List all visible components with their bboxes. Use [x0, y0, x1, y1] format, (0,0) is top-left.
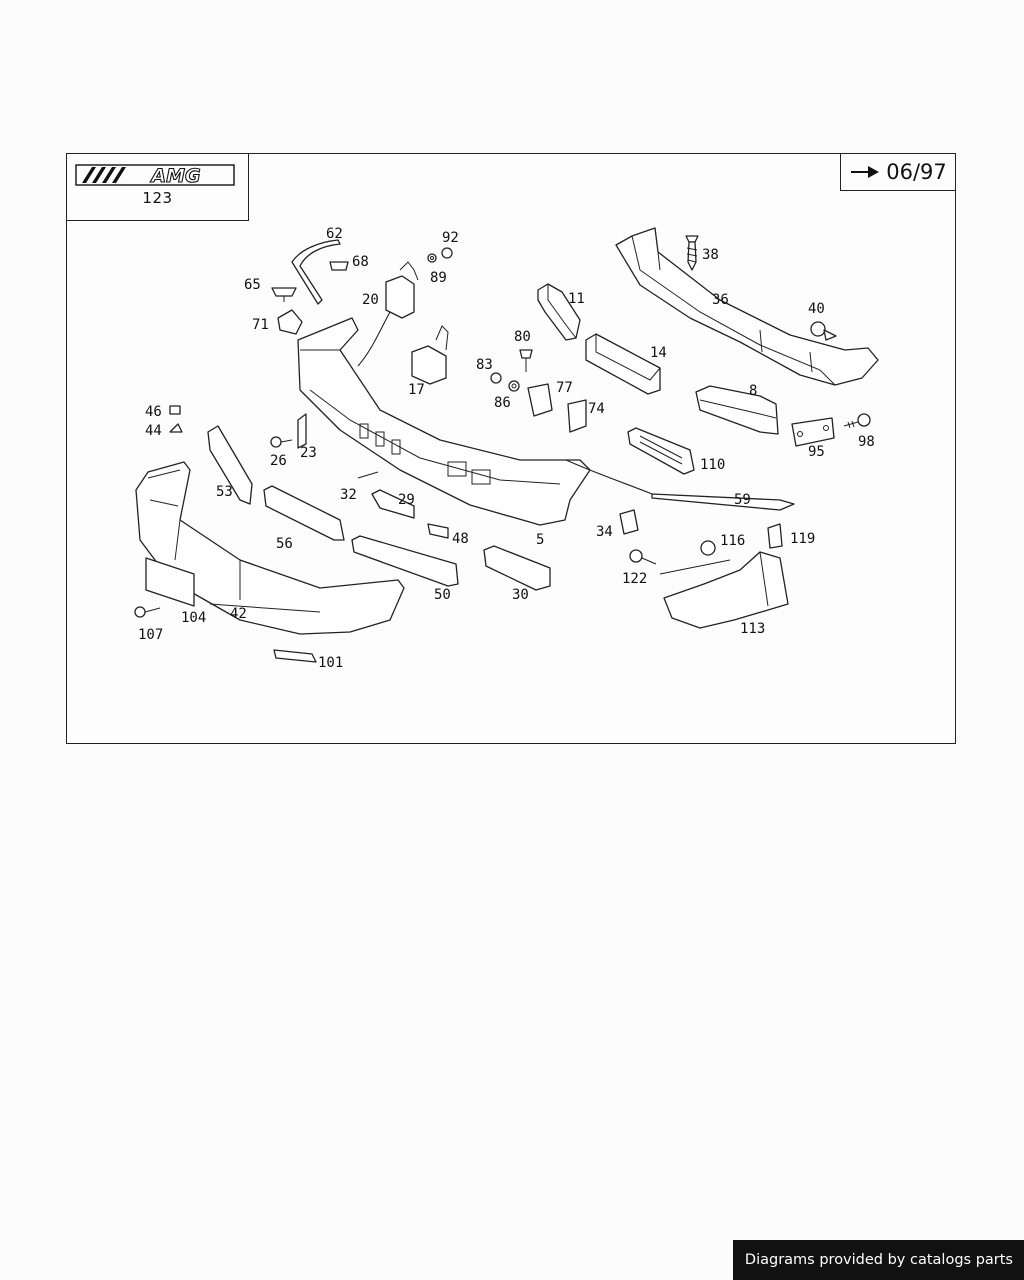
plate-104-part[interactable] — [145, 557, 195, 607]
callout-77: 77 — [556, 380, 573, 396]
callout-95: 95 — [808, 444, 825, 460]
bolt-80-part[interactable] — [519, 349, 533, 372]
trim-strip-62-part[interactable] — [291, 239, 341, 305]
callout-11: 11 — [568, 291, 585, 307]
callout-20: 20 — [362, 292, 379, 308]
washer-86-part[interactable] — [508, 380, 520, 392]
clip-65-part[interactable] — [271, 287, 297, 302]
logo-panel: AMG 123 — [66, 153, 249, 221]
callout-44: 44 — [145, 423, 162, 439]
trim-8-part[interactable] — [695, 385, 779, 435]
date-marker: 06/97 — [886, 159, 947, 184]
callout-17: 17 — [408, 382, 425, 398]
callout-40: 40 — [808, 301, 825, 317]
callout-36: 36 — [712, 292, 729, 308]
callout-46: 46 — [145, 404, 162, 420]
callout-labels: 62 68 92 89 65 20 71 17 11 38 36 40 80 1… — [138, 226, 875, 671]
screw-98-part[interactable] — [843, 413, 871, 429]
callout-89: 89 — [430, 270, 447, 286]
callout-80: 80 — [514, 329, 531, 345]
callout-98: 98 — [858, 434, 875, 450]
absorber-14-part[interactable] — [585, 333, 661, 395]
nut-83-part[interactable] — [490, 372, 502, 384]
callout-110: 110 — [700, 457, 725, 473]
logo-ref-number: 123 — [142, 189, 173, 207]
clip-23-part[interactable] — [297, 413, 307, 449]
callout-71: 71 — [252, 317, 269, 333]
callout-107: 107 — [138, 627, 163, 643]
trim-strip-59-part[interactable] — [565, 459, 795, 511]
callout-104: 104 — [181, 610, 206, 626]
callout-101: 101 — [318, 655, 343, 671]
callout-86: 86 — [494, 395, 511, 411]
callout-23: 23 — [300, 445, 317, 461]
callout-50: 50 — [434, 587, 451, 603]
trim-56-part[interactable] — [263, 485, 345, 541]
clip-119-part[interactable] — [767, 523, 783, 549]
trim-53-part[interactable] — [207, 425, 253, 505]
callout-29: 29 — [398, 492, 415, 508]
amg-lettering: AMG — [149, 165, 200, 187]
callout-48: 48 — [452, 531, 469, 547]
screw-107-part[interactable] — [134, 606, 161, 618]
date-marker-box: 06/97 — [840, 153, 956, 191]
bracket-77-part[interactable] — [527, 383, 553, 417]
amg-logo: AMG — [75, 164, 235, 187]
clip-44-part[interactable] — [169, 423, 183, 433]
nut-40-part[interactable] — [810, 321, 837, 341]
screw-122-part[interactable] — [629, 549, 731, 575]
callout-53: 53 — [216, 484, 233, 500]
bracket-17-part[interactable] — [411, 325, 449, 385]
callout-122: 122 — [622, 571, 647, 587]
screw-38-part[interactable] — [685, 235, 699, 271]
callout-30: 30 — [512, 587, 529, 603]
callout-92: 92 — [442, 230, 459, 246]
callout-65: 65 — [244, 277, 261, 293]
washer-89-part[interactable] — [427, 253, 437, 263]
callout-59: 59 — [734, 492, 751, 508]
callout-119: 119 — [790, 531, 815, 547]
callout-38: 38 — [702, 247, 719, 263]
bracket-11-part[interactable] — [537, 283, 581, 341]
corner-cover-113-part[interactable] — [663, 551, 789, 629]
callout-26: 26 — [270, 453, 287, 469]
callout-116: 116 — [720, 533, 745, 549]
clip-32-part[interactable] — [357, 471, 379, 479]
callout-34: 34 — [596, 524, 613, 540]
callout-42: 42 — [230, 606, 247, 622]
bracket-29-part[interactable] — [371, 489, 415, 519]
bracket-74-part[interactable] — [567, 399, 587, 433]
callout-83: 83 — [476, 357, 493, 373]
screw-26-part[interactable] — [270, 436, 293, 448]
grille-48-part[interactable] — [427, 523, 449, 539]
callout-62: 62 — [326, 226, 343, 242]
callout-14: 14 — [650, 345, 667, 361]
callout-113: 113 — [740, 621, 765, 637]
bracket-30-part[interactable] — [483, 545, 551, 591]
clip-34-part[interactable] — [619, 509, 639, 535]
callout-68: 68 — [352, 254, 369, 270]
bumper-reinforcement-part[interactable] — [615, 227, 879, 386]
callout-56: 56 — [276, 536, 293, 552]
plate-95-part[interactable] — [791, 417, 835, 447]
bracket-20-part[interactable] — [357, 261, 419, 367]
bumper-cover-42-part[interactable] — [135, 461, 405, 635]
callout-5: 5 — [536, 532, 544, 548]
grille-101-part[interactable] — [273, 649, 317, 663]
arrow-right-icon — [851, 165, 880, 178]
clip-46-part[interactable] — [169, 405, 181, 415]
clip-71-part[interactable] — [277, 309, 303, 335]
trim-50-part[interactable] — [351, 535, 459, 587]
callout-74: 74 — [588, 401, 605, 417]
callout-8: 8 — [749, 383, 757, 399]
nut-92-part[interactable] — [441, 247, 453, 259]
nut-116-part[interactable] — [700, 540, 716, 556]
clip-68-part[interactable] — [329, 261, 349, 271]
grille-110-part[interactable] — [627, 427, 695, 475]
footer-credit: Diagrams provided by catalogs parts — [732, 1240, 1024, 1280]
callout-32: 32 — [340, 487, 357, 503]
